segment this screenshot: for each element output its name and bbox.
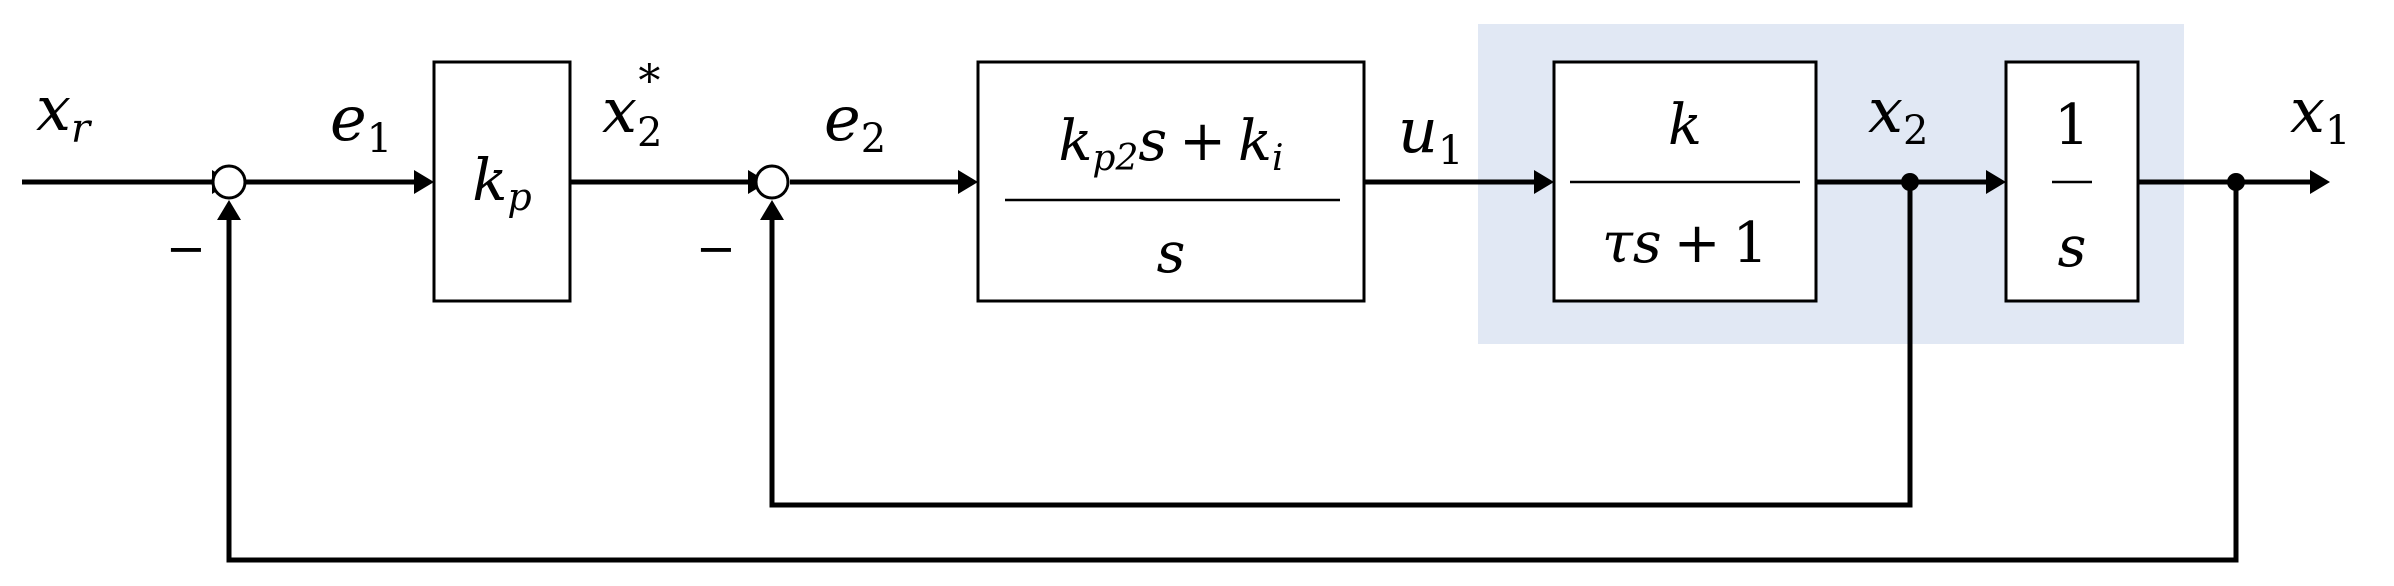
arrowhead-e2 xyxy=(958,170,978,194)
arrowhead-x2 xyxy=(1986,170,2006,194)
arrowhead-e1 xyxy=(414,170,434,194)
sign-outer-minus: − xyxy=(166,221,206,277)
branch-point-x2 xyxy=(1901,173,1919,191)
pi-denominator: s xyxy=(1157,221,1186,286)
summing-junction-inner xyxy=(754,164,790,200)
arrowhead-inner-feedback xyxy=(760,200,784,220)
summing-junction-outer xyxy=(211,164,247,200)
first-order-denominator: τs+1 xyxy=(1602,211,1768,276)
first-order-numerator: k xyxy=(1668,93,1702,158)
arrowhead-output xyxy=(2310,170,2330,194)
label-e-2: e2 xyxy=(824,82,886,162)
label-u-1: u1 xyxy=(1398,94,1463,174)
label-x-1: x1 xyxy=(2290,74,2350,154)
block-outer-gain xyxy=(432,60,572,303)
label-x-2: x2 xyxy=(1868,74,1928,154)
wire-outer-feedback xyxy=(226,182,2239,563)
pi-numerator: kp2s+ki xyxy=(1058,109,1283,179)
arrowhead-u1 xyxy=(1534,170,1554,194)
label-x-r: xr xyxy=(36,72,93,152)
arrowhead-outer-feedback xyxy=(217,200,241,220)
branch-point-x1 xyxy=(2227,173,2245,191)
block-pi-controller xyxy=(976,60,1366,303)
wire-inner-feedback xyxy=(769,182,1913,508)
block-outer-gain-label: kp xyxy=(472,146,531,219)
label-e-1: e1 xyxy=(330,82,392,162)
sign-inner-minus: − xyxy=(696,221,736,277)
label-x-2-star: x2* xyxy=(602,56,662,156)
integrator-denominator: s xyxy=(2058,215,2087,280)
integrator-numerator: 1 xyxy=(2054,93,2090,158)
